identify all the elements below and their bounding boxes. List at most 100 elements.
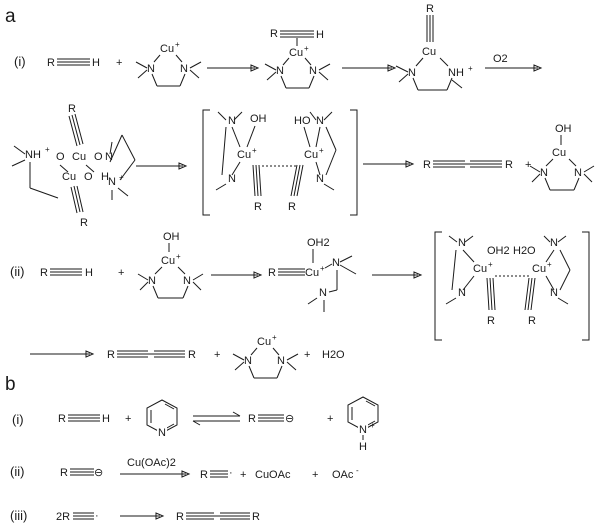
- svg-text:+: +: [214, 349, 220, 361]
- cu-acetate-reagent: Cu(OAc)2: [127, 457, 176, 469]
- svg-text:R: R: [270, 28, 278, 40]
- step-b-iii-label: (iii): [10, 508, 27, 523]
- svg-text:O: O: [84, 171, 93, 183]
- svg-text:R: R: [487, 315, 495, 327]
- svg-text:N: N: [147, 63, 155, 75]
- step-i-label: (i): [14, 54, 26, 69]
- step-b-i-label: (i): [12, 412, 24, 427]
- svg-text:R: R: [426, 3, 434, 15]
- svg-text:N: N: [319, 287, 327, 299]
- acetate-ion: OAc: [332, 469, 354, 481]
- svg-text:NH: NH: [25, 149, 41, 161]
- svg-text:N: N: [180, 63, 188, 75]
- svg-text:N: N: [183, 275, 191, 287]
- svg-text:Cu: Cu: [473, 263, 487, 275]
- svg-text:·: ·: [95, 510, 99, 522]
- svg-text:Cu: Cu: [161, 255, 175, 267]
- svg-text:+: +: [240, 469, 246, 481]
- cuoac-product: CuOAc: [255, 469, 291, 481]
- equilibrium-arrow: [192, 411, 241, 426]
- svg-text:NH: NH: [448, 67, 464, 79]
- pyridinium: N + H: [347, 396, 379, 453]
- svg-text:+: +: [370, 421, 375, 430]
- svg-text:Cu: Cu: [72, 151, 86, 163]
- svg-text:+: +: [547, 260, 552, 269]
- svg-text:R: R: [252, 511, 260, 523]
- svg-text:H: H: [85, 267, 93, 279]
- svg-text:+: +: [304, 349, 310, 361]
- svg-text:N: N: [540, 167, 548, 179]
- diyne-product-2: R R: [107, 349, 196, 361]
- svg-text:Cu: Cu: [160, 43, 174, 55]
- svg-text:N: N: [550, 287, 558, 299]
- svg-text:+: +: [125, 413, 131, 425]
- svg-text:H: H: [316, 29, 324, 41]
- o2-reagent: O2: [493, 53, 508, 65]
- svg-text:N: N: [458, 287, 466, 299]
- svg-text:R: R: [176, 511, 184, 523]
- svg-text:R: R: [80, 217, 88, 229]
- transition-state-1: N OH Cu + N R HO N Cu + N R: [202, 109, 358, 216]
- cu-hydroxo-tmeda: OH Cu N N: [529, 123, 595, 191]
- svg-text:+: +: [45, 145, 50, 154]
- svg-text:R: R: [248, 413, 256, 425]
- svg-text:N: N: [277, 355, 285, 367]
- svg-text:R: R: [40, 267, 48, 279]
- svg-text:O: O: [56, 151, 65, 163]
- svg-text:R: R: [68, 103, 76, 115]
- svg-text:Cu: Cu: [289, 47, 303, 59]
- part-a-label: a: [5, 6, 16, 27]
- svg-text:N: N: [244, 355, 252, 367]
- svg-text:Cu: Cu: [422, 46, 436, 58]
- pyridine: N: [146, 399, 178, 439]
- svg-text:R: R: [107, 349, 115, 361]
- svg-text:R: R: [423, 159, 431, 171]
- svg-text:N: N: [228, 173, 236, 185]
- svg-text:R: R: [505, 159, 513, 171]
- svg-text:R: R: [188, 349, 196, 361]
- svg-text:Cu: Cu: [552, 147, 566, 159]
- svg-text:OH: OH: [250, 113, 267, 125]
- svg-text:H: H: [102, 413, 110, 425]
- svg-text:N: N: [309, 65, 317, 77]
- svg-text:N: N: [458, 237, 466, 249]
- svg-text:+: +: [176, 252, 181, 261]
- cu-dimer-peroxo: R NH + O Cu O N Cu O H N + R: [11, 103, 136, 229]
- svg-text:R: R: [528, 315, 536, 327]
- svg-text:N: N: [276, 65, 284, 77]
- svg-text:+: +: [468, 64, 473, 73]
- svg-text:R: R: [200, 469, 208, 481]
- diyne-product-1: R R: [423, 159, 513, 171]
- svg-text:+: +: [272, 333, 277, 342]
- svg-text:+: +: [312, 469, 318, 481]
- svg-text:Cu: Cu: [237, 149, 251, 161]
- svg-text:N: N: [574, 167, 582, 179]
- svg-text:N: N: [316, 173, 324, 185]
- svg-text:N: N: [316, 115, 324, 127]
- step-b-ii-label: (ii): [10, 464, 24, 479]
- svg-text:Cu: Cu: [305, 267, 319, 279]
- r-group: R: [47, 57, 55, 69]
- svg-text:+: +: [525, 159, 531, 171]
- svg-text:N: N: [228, 115, 236, 127]
- svg-text:R: R: [58, 413, 66, 425]
- svg-text:Cu: Cu: [62, 171, 76, 183]
- h-atom: H: [92, 57, 100, 69]
- part-b-label: b: [5, 374, 16, 395]
- svg-text:+: +: [118, 267, 124, 279]
- cu-hydroxo-tmeda-2: OH Cu + N N: [137, 231, 204, 299]
- svg-text:Cu: Cu: [257, 336, 271, 348]
- cu-acetylide-ammonium: R Cu N NH +: [395, 3, 473, 91]
- svg-text:H2O: H2O: [513, 245, 536, 257]
- svg-text:N: N: [550, 237, 558, 249]
- svg-text:HO: HO: [294, 115, 311, 127]
- svg-text:+: +: [320, 264, 325, 273]
- step-ii-label-a: (ii): [10, 264, 24, 279]
- cu-tmeda-regenerated: Cu + N N: [232, 333, 299, 379]
- svg-text:+: +: [488, 260, 493, 269]
- svg-text:N: N: [105, 151, 113, 163]
- svg-text:O: O: [94, 151, 103, 163]
- transition-state-2: N OH2 Cu + N R H2O N Cu + N R: [434, 231, 590, 341]
